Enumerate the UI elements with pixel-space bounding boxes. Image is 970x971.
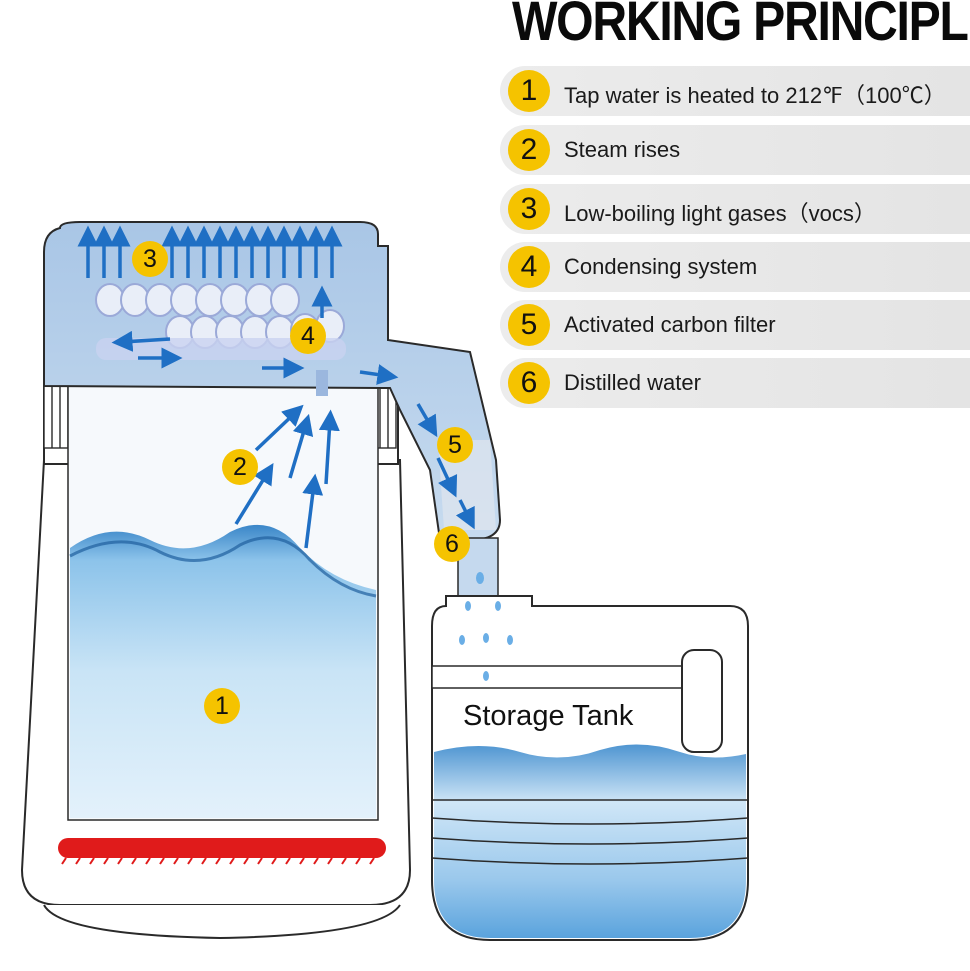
steam-arrows bbox=[234, 404, 340, 549]
marker-3: 3 bbox=[132, 241, 168, 277]
storage-tank-label: Storage Tank bbox=[463, 700, 634, 732]
step-number-badge: 4 bbox=[508, 246, 550, 288]
page-title: WORKING PRINCIPLE bbox=[512, 0, 970, 52]
step-label: Activated carbon filter bbox=[564, 312, 776, 337]
heating-element bbox=[58, 838, 386, 858]
storage-tank bbox=[431, 572, 749, 941]
marker-5: 5 bbox=[437, 427, 473, 463]
step-number-badge: 3 bbox=[508, 188, 550, 230]
marker-2: 2 bbox=[222, 449, 258, 485]
step-item-3: 3 Low-boiling light gases（vocs） bbox=[500, 184, 970, 234]
step-number-badge: 1 bbox=[508, 70, 550, 112]
step-item-4: 4 Condensing system bbox=[500, 242, 970, 292]
step-label: Condensing system bbox=[564, 254, 758, 279]
step-label: Distilled water bbox=[564, 370, 701, 395]
step-label: Low-boiling light gases（vocs） bbox=[564, 201, 876, 226]
marker-4: 4 bbox=[290, 318, 326, 354]
step-number-badge: 6 bbox=[508, 362, 550, 404]
flow-arrows bbox=[111, 330, 475, 530]
marker-6: 6 bbox=[434, 526, 470, 562]
step-number-badge: 2 bbox=[508, 129, 550, 171]
step-label: Steam rises bbox=[564, 137, 681, 162]
step-item-1: 1 Tap water is heated to 212℉（100℃） bbox=[500, 66, 970, 116]
vapor-arrows bbox=[77, 225, 343, 318]
step-label: Tap water is heated to 212℉（100℃） bbox=[564, 83, 946, 108]
step-item-6: 6 Distilled water bbox=[500, 358, 970, 408]
marker-1: 1 bbox=[204, 688, 240, 724]
step-item-2: 2 Steam rises bbox=[500, 125, 970, 175]
distiller-body bbox=[20, 379, 412, 940]
step-item-5: 5 Activated carbon filter bbox=[500, 300, 970, 350]
step-number-badge: 5 bbox=[508, 304, 550, 346]
